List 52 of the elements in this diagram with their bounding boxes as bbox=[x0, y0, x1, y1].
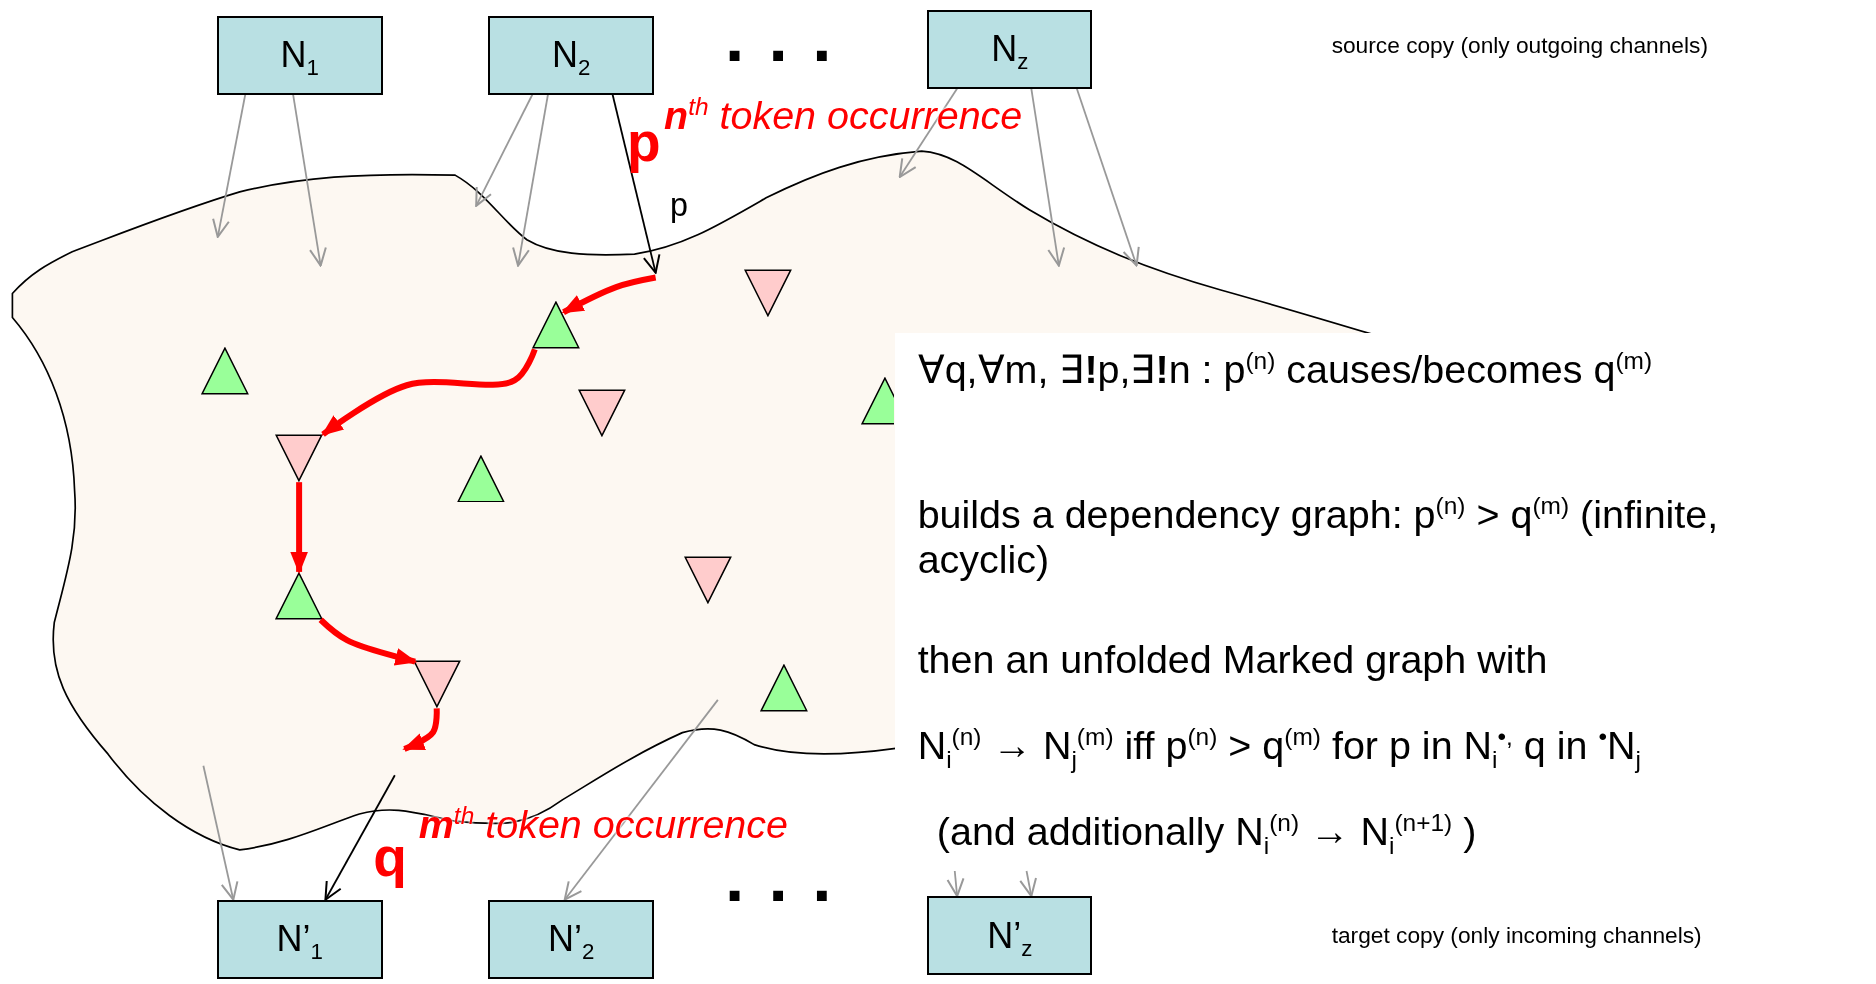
arrow bbox=[1075, 87, 1140, 267]
arrow bbox=[324, 774, 396, 901]
triangle-symbol bbox=[412, 660, 461, 709]
node-label: N’$_{z}$ bbox=[987, 914, 1033, 957]
triangle-symbol bbox=[201, 346, 249, 395]
description-text: then an unfolded Marked graph with bbox=[917, 636, 1548, 682]
node-label: N$_{2}$ bbox=[552, 34, 591, 76]
node-box bbox=[488, 899, 655, 979]
arrow bbox=[290, 482, 308, 575]
arrow bbox=[898, 87, 959, 179]
triangle-symbol bbox=[275, 571, 323, 620]
node-label: N$_{1}$ bbox=[280, 34, 319, 76]
edge-label: p bbox=[670, 186, 688, 224]
ellipsis-text: ... bbox=[725, 0, 856, 78]
token-label: q bbox=[373, 825, 407, 889]
node-label: N’$_{1}$ bbox=[276, 918, 323, 961]
arrow bbox=[561, 274, 657, 315]
caption-text: source copy (only outgoing channels) bbox=[1331, 32, 1708, 59]
arrow bbox=[512, 93, 549, 267]
arrow bbox=[1019, 870, 1037, 898]
node-box bbox=[927, 9, 1093, 89]
triangle-symbol bbox=[275, 434, 323, 483]
node-box bbox=[927, 896, 1093, 976]
arrow bbox=[946, 870, 965, 898]
arrow bbox=[563, 699, 719, 901]
node-box bbox=[216, 15, 383, 95]
arrow bbox=[475, 93, 534, 207]
triangle-symbol bbox=[759, 664, 808, 712]
node-box bbox=[488, 15, 655, 95]
node-box bbox=[216, 899, 383, 979]
caption-text: target copy (only incoming channels) bbox=[1331, 922, 1702, 949]
triangle-symbol bbox=[744, 269, 792, 318]
arrow bbox=[202, 764, 239, 901]
triangle-symbol bbox=[861, 376, 894, 425]
description-text: ∀q,∀m, ∃!p,∃!n : p$^{(n)}$ causes/becomes q$^{(m)}$ bbox=[917, 346, 1653, 393]
arrow bbox=[611, 93, 661, 274]
arrow bbox=[1030, 87, 1066, 267]
node-label: N’$_{2}$ bbox=[548, 918, 595, 961]
token-label: p bbox=[626, 111, 661, 175]
description-text: builds a dependency graph: p$^{(n)}$ > q$^{(m)}$ (infinite, acyclic) bbox=[917, 491, 1720, 583]
triangle-symbol bbox=[532, 301, 581, 350]
arrow bbox=[212, 93, 247, 238]
triangle-symbol bbox=[577, 388, 626, 437]
arrow bbox=[321, 348, 538, 437]
ellipsis-text: ... bbox=[725, 837, 856, 918]
arrow bbox=[292, 93, 327, 267]
annotation-text: n$^{th}$ token occurrence bbox=[664, 93, 1023, 139]
node-label: N$_{z}$ bbox=[991, 28, 1029, 71]
arrow bbox=[318, 617, 418, 666]
description-text: (and additionally N$_{i}$$^{(n)}$ → N$_{i}$$^{(n+1)}$ ) bbox=[936, 808, 1477, 855]
triangle-symbol bbox=[457, 454, 505, 503]
triangle-symbol bbox=[684, 556, 733, 605]
